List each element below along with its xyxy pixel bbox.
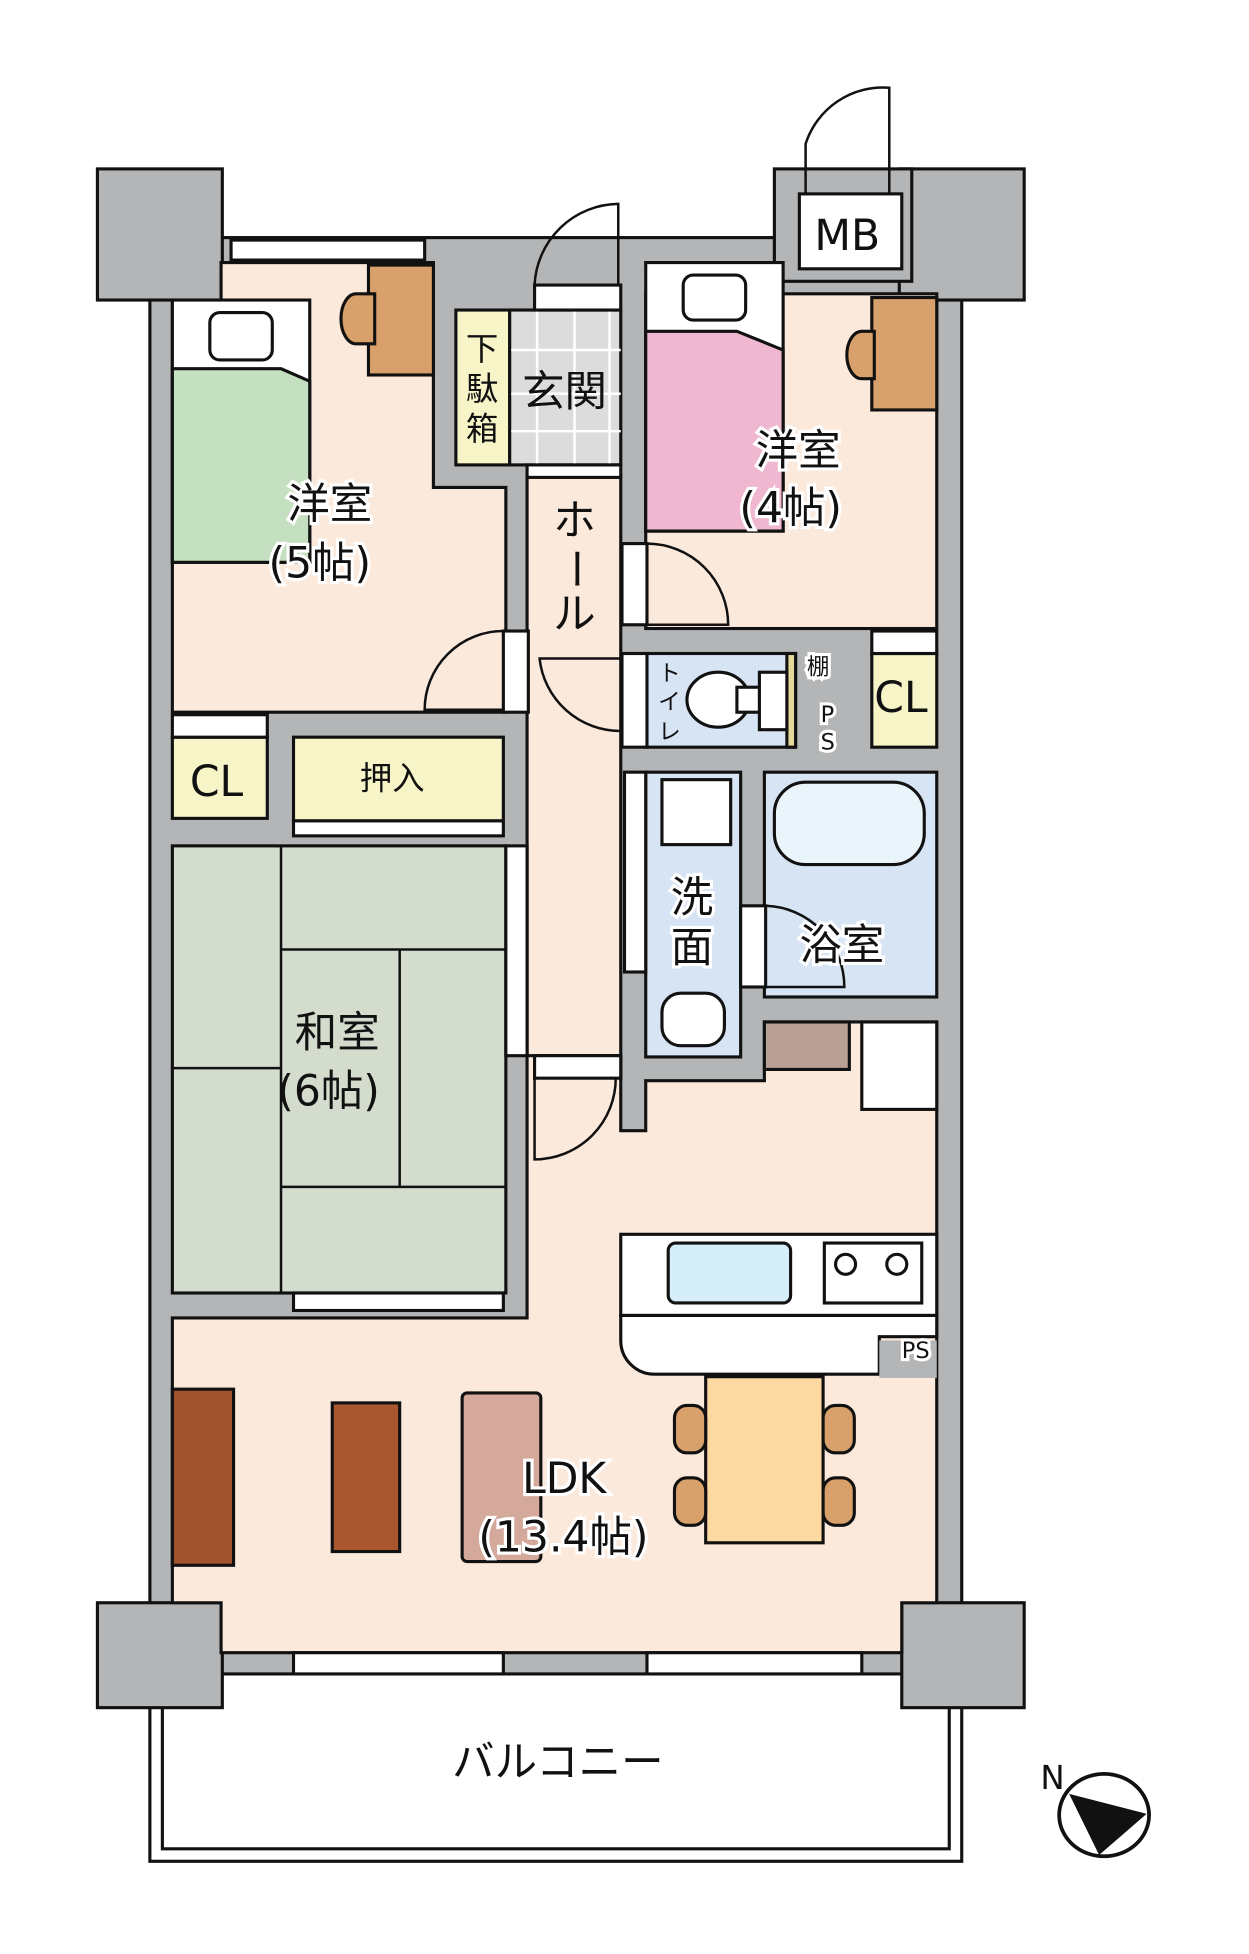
toilet-label-1: ト — [658, 661, 680, 687]
shoe-box-label-1: 下 — [466, 330, 498, 368]
door-swing — [646, 542, 730, 627]
door-swing — [423, 629, 504, 711]
balcony-label: バルコニー — [452, 1738, 663, 1787]
mb-box — [797, 192, 904, 271]
shoe-box-label-3: 箱 — [466, 410, 498, 448]
room-ldk-name: LDK — [522, 1455, 607, 1504]
compass-icon: N — [1040, 1759, 1151, 1859]
washroom-label-1: 洗 — [671, 874, 713, 923]
room-western-4-size: (4帖) — [739, 484, 842, 533]
toilet-label-2: イ — [658, 690, 680, 716]
shoe-box-label-2: 駄 — [466, 370, 498, 408]
room-japanese-size: (6帖) — [277, 1068, 380, 1117]
front-door[interactable] — [533, 283, 623, 312]
ps-vertical-2: S — [821, 730, 835, 756]
tv-cabinet — [170, 1387, 236, 1567]
hall-label-1: ホ — [553, 497, 595, 546]
window — [291, 1651, 505, 1676]
entrance-floor — [508, 308, 623, 467]
room-ldk-size: (13.4帖) — [478, 1514, 648, 1563]
bathtub — [772, 780, 926, 867]
refrigerator-space — [762, 1020, 851, 1071]
door-swing — [765, 904, 846, 989]
washroom-label-2: 面 — [671, 924, 713, 973]
room-western-5-size: (5帖) — [269, 539, 372, 588]
sofa — [460, 1391, 543, 1564]
window — [229, 238, 427, 262]
compass-north-label: N — [1040, 1759, 1064, 1797]
shoe-box — [454, 308, 512, 467]
mb-label: MB — [814, 212, 880, 261]
hall-label-2: ー — [550, 547, 599, 589]
entrance-label: 玄関 — [522, 368, 607, 417]
room-western-5-name: 洋室 — [287, 481, 372, 530]
corner-column-tl — [95, 167, 224, 302]
oshiire — [291, 735, 505, 823]
shelf-label: 棚 — [807, 655, 829, 681]
sink — [666, 1241, 793, 1305]
corner-column-br — [900, 1601, 1026, 1710]
hall-label-3: ル — [553, 591, 595, 640]
bathroom-label: 浴室 — [799, 922, 884, 971]
desk — [366, 263, 435, 377]
toilet-label-3: レ — [658, 720, 680, 746]
oshiire-label: 押入 — [360, 760, 425, 798]
desk — [870, 295, 939, 412]
low-table — [330, 1401, 402, 1554]
dining-table — [704, 1375, 825, 1545]
corner-column-tr — [897, 167, 1026, 302]
ps-label: PS — [902, 1338, 930, 1364]
window — [645, 1651, 864, 1676]
ps-vertical-1: P — [821, 702, 835, 728]
hall-floor — [525, 473, 623, 1064]
corner-column-bl — [95, 1601, 224, 1710]
room-japanese-name: 和室 — [295, 1009, 380, 1058]
door-swing — [533, 1078, 618, 1161]
room-western-4-name: 洋室 — [756, 427, 841, 476]
closet-left-label: CL — [190, 758, 244, 807]
door-swing — [538, 657, 621, 733]
closet-right-label: CL — [874, 674, 928, 723]
